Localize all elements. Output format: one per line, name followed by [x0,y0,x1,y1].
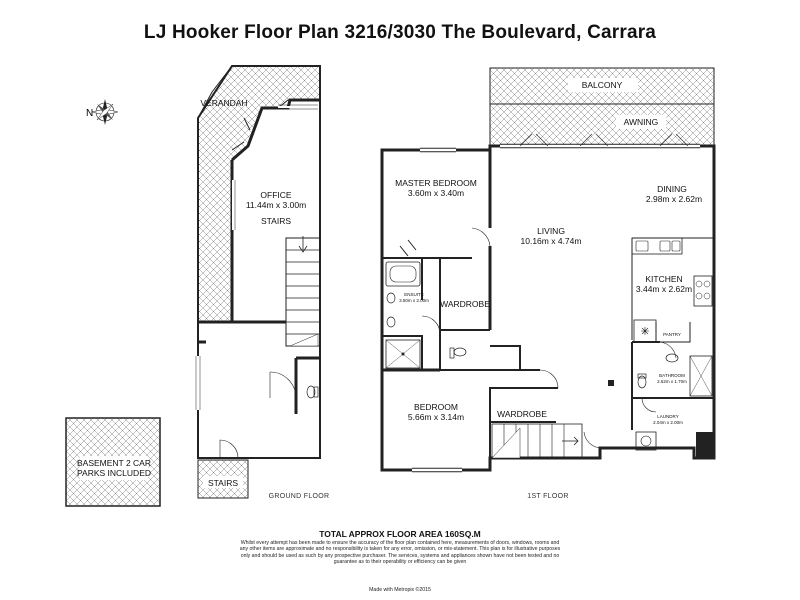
bedroom-label: BEDROOM [414,402,458,412]
toilet-icon [306,385,319,399]
shower-icon [385,339,421,369]
pantry-label: PANTRY [663,332,681,337]
credit: Made with Metropix ©2015 [369,587,431,593]
page-title: LJ Hooker Floor Plan 3216/3030 The Boule… [143,22,657,43]
living-dims: 10.16m x 4.74m [521,236,582,246]
total-area: TOTAL APPROX FLOOR AREA 160SQ.M [319,529,481,539]
dining-dims: 2.98m x 2.62m [646,194,702,204]
verandah-label: VERANDAH [200,98,247,108]
kitchen-label: KITCHEN [645,274,682,284]
kitchen-dims: 3.44m x 2.62m [636,284,692,294]
ensuite-label: ENSUITE [404,292,424,297]
washing-machine-icon [635,431,657,451]
master-bedroom-label: MASTER BEDROOM [395,178,477,188]
toilet-icon [449,347,467,359]
stove-icon [693,275,713,307]
balcony-label: BALCONY [582,80,623,90]
ground-floor-label: GROUND FLOOR [269,493,330,500]
wardrobe-bedroom-label: WARDROBE [497,409,547,419]
office-label: OFFICE [260,190,291,200]
compass-icon: N [86,99,119,125]
basement-line1: BASEMENT 2 CAR [77,458,151,468]
wardrobe-master-label: WARDROBE [440,299,490,309]
ensuite-dims: 3.50m x 2.00m [399,298,429,303]
compass-letter: N [86,108,93,119]
awning-label: AWNING [624,117,659,127]
first-floor-label: 1ST FLOOR [527,493,568,500]
living-label: LIVING [537,226,565,236]
office-dims: 11.44m x 3.00m [246,200,306,210]
basement-plan: BASEMENT 2 CAR PARKS INCLUDED [65,417,161,507]
first-floor-plan: BALCONY AWNING MASTER BEDROOM 3.60m x 3.… [380,67,716,500]
laundry-label: LAUNDRY [657,414,678,419]
ground-floor-plan: VERANDAH OFFICE 11.44m x 3.00m STAIRS ST… [195,65,330,500]
stairs-icon [491,423,583,459]
bathroom-dims: 2.62m x 1.70m [657,379,687,384]
bathtub-icon [385,261,421,287]
basin-icon [386,292,396,328]
sink-icon [631,237,683,255]
bathroom-label: BATHROOM [659,373,685,378]
disclaimer: Whilst every attempt has been made to en… [239,540,561,566]
master-bedroom-dims: 3.60m x 3.40m [408,188,464,198]
basin-icon [665,353,679,363]
basement-line2: PARKS INCLUDED [77,468,151,478]
dining-label: DINING [657,184,687,194]
bedroom-dims: 5.66m x 3.14m [408,412,464,422]
stairs-lower-label: STAIRS [208,478,238,488]
stairs-icon [285,236,321,347]
shower-icon [689,355,713,397]
toilet-icon [637,373,647,389]
laundry-dims: 2.04m x 2.00m [653,420,683,425]
fridge-icon [633,319,657,343]
stairs-upper-label: STAIRS [261,216,291,226]
